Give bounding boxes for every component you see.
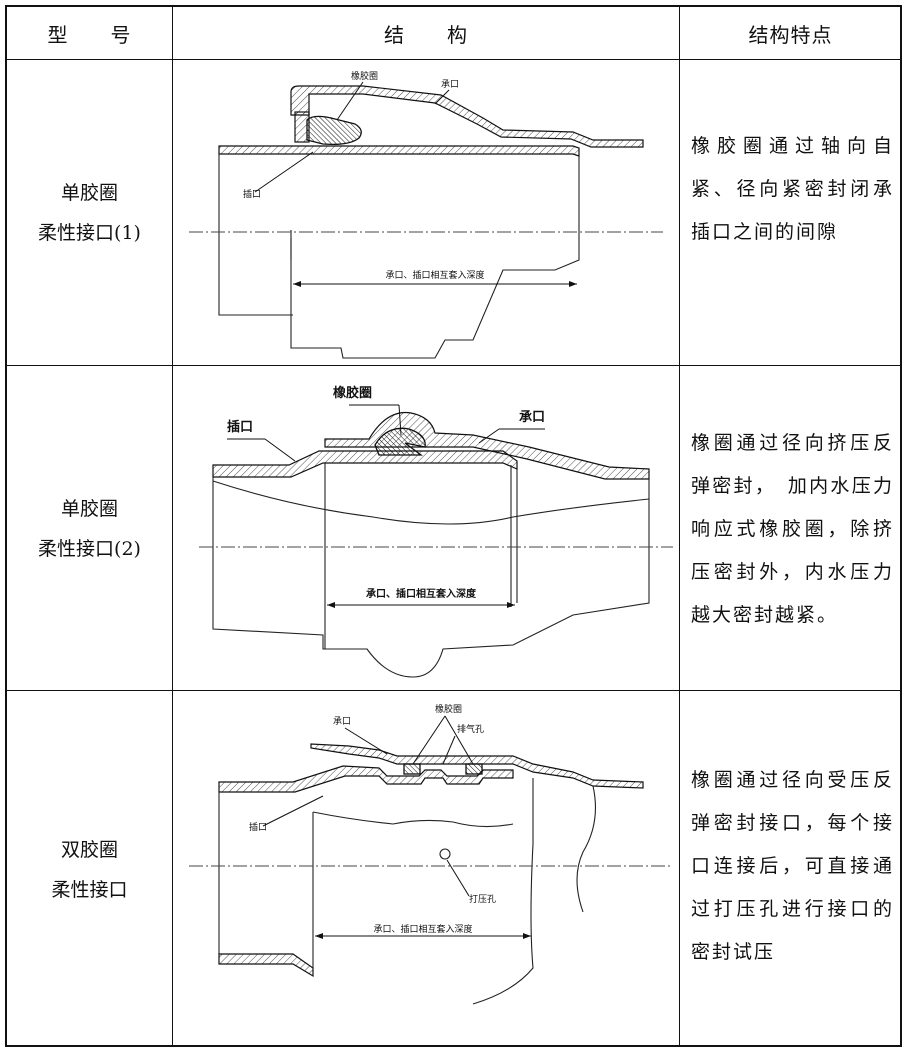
row3-model-line2: 柔性接口 — [51, 878, 128, 901]
label-vent-hole: 排气孔 — [457, 723, 484, 735]
rubber-ring — [306, 115, 362, 146]
test-hole — [439, 848, 451, 860]
spigot-wall — [218, 765, 514, 793]
joint-type-table: 型 号 结 构 结构特点 单胶圈 柔性接口(1) 橡胶圈通过轴向自紧、径向紧密封… — [5, 5, 902, 1047]
row3-model: 双胶圈 柔性接口 — [7, 692, 172, 1047]
row3-features: 橡圈通过径向受压反弹密封接口，每个接口连接后，可直接通过打压孔进行接口的密封试压 — [691, 769, 894, 963]
label-rubber-ring: 橡胶圈 — [351, 70, 378, 82]
row2-model-line2: 柔性接口(2) — [38, 537, 141, 560]
row1-joint-diagram: 承口、插口相互套入深度 橡胶圈 承口 插口 — [189, 70, 663, 359]
row-divider — [7, 690, 900, 691]
label-rubber-ring: 橡胶圈 — [435, 703, 462, 715]
row3-model-line1: 双胶圈 — [60, 838, 118, 861]
row2-features: 橡圈通过径向挤压反弹密封， 加内水压力响应式橡胶圈，除挤压密封外，内水压力越大密… — [691, 432, 894, 626]
header-model: 型 号 — [47, 22, 132, 47]
rubber-ring-1 — [403, 763, 421, 775]
row2-joint-diagram: 承口、插口相互套入深度 橡胶圈 承口 插口 — [199, 385, 673, 678]
row3-joint-diagram: 承口、插口相互套入深度 承口 橡胶圈 排气孔 插口 打压孔 — [189, 703, 673, 1005]
row1-model-line2: 柔性接口(1) — [38, 221, 141, 244]
row-divider — [7, 365, 900, 366]
label-test-hole: 打压孔 — [469, 893, 496, 905]
row2-model-line1: 单胶圈 — [60, 497, 118, 520]
label-socket: 承口 — [333, 716, 351, 727]
spigot-outline — [218, 154, 293, 316]
label-depth: 承口、插口相互套入深度 — [366, 587, 477, 600]
socket-wall — [310, 743, 644, 789]
label-rubber-ring: 橡胶圈 — [333, 385, 372, 401]
ring-retainer — [294, 111, 310, 143]
row2-model: 单胶圈 柔性接口(2) — [7, 367, 172, 690]
row1-model: 单胶圈 柔性接口(1) — [7, 60, 172, 365]
socket-wall — [324, 411, 650, 480]
label-spigot: 插口 — [227, 419, 253, 435]
column-divider — [679, 7, 680, 1045]
label-socket: 承口 — [519, 410, 545, 425]
spigot-wall — [212, 450, 518, 478]
socket-outline — [212, 477, 650, 678]
column-divider — [172, 7, 173, 1045]
spigot-wall — [218, 145, 580, 157]
header-structure: 结 构 — [384, 22, 468, 47]
socket-wall — [290, 85, 644, 148]
socket-outline — [290, 156, 580, 359]
socket-outline — [472, 778, 534, 1005]
header-features: 结构特点 — [748, 22, 833, 47]
row1-features: 橡胶圈通过轴向自紧、径向紧密封闭承插口之间的间隙 — [691, 135, 894, 243]
label-spigot: 插口 — [249, 821, 267, 833]
rubber-ring-2 — [465, 763, 483, 775]
row-divider — [7, 59, 900, 60]
label-socket: 承口 — [441, 79, 459, 90]
label-depth: 承口、插口相互套入深度 — [373, 923, 472, 935]
rubber-ring — [374, 427, 426, 456]
row1-model-line1: 单胶圈 — [60, 181, 118, 204]
label-depth: 承口、插口相互套入深度 — [385, 269, 484, 281]
